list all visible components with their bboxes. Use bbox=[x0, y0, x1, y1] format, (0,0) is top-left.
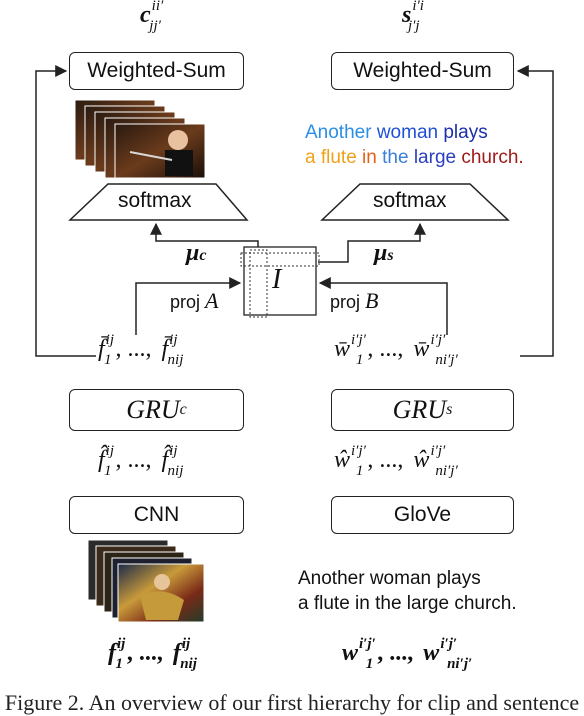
glove-box: GloVe bbox=[331, 496, 514, 534]
matrix-i-row-highlight bbox=[240, 252, 320, 267]
f-hat-sequence: f̂ij1, ..., f̂ijnij bbox=[98, 443, 184, 479]
video-frames-top bbox=[74, 99, 206, 179]
arrow-matrix-to-softmax-right bbox=[318, 222, 426, 263]
weighted-sum-right-box: Weighted-Sum bbox=[331, 52, 514, 90]
softmax-left-shape bbox=[68, 183, 249, 221]
colored-word: church. bbox=[461, 147, 524, 168]
arrow-proj-a-to-matrix bbox=[135, 277, 242, 335]
softmax-right-shape bbox=[320, 183, 510, 221]
arrow-proj-b-to-matrix bbox=[318, 277, 448, 335]
title-right-base: s bbox=[402, 2, 412, 28]
w-raw-sequence: wi′j′1, ..., wi′j′ni′j′ bbox=[342, 636, 473, 672]
w-hat-sequence: ŵi′j′1, ..., ŵi′j′ni′j′ bbox=[334, 443, 458, 479]
title-left-formula: cii′ jj′ bbox=[140, 0, 164, 34]
plain-sentence-line-2: a flute in the large church. bbox=[298, 593, 517, 614]
video-frames-bottom bbox=[87, 539, 205, 623]
softmax-right-label: softmax bbox=[373, 189, 447, 212]
f-raw-sequence: fij1, ..., fijnij bbox=[108, 636, 197, 672]
weighted-sum-left-box: Weighted-Sum bbox=[69, 52, 244, 90]
matrix-i-col-highlight bbox=[249, 249, 268, 318]
arrow-w-bar-to-weighted-sum-right bbox=[516, 65, 554, 357]
softmax-left-label: softmax bbox=[118, 189, 192, 212]
colored-word: Another bbox=[305, 122, 377, 143]
colored-sentence: Another woman plays a flute in the large… bbox=[305, 120, 524, 170]
weighted-sum-right-label: Weighted-Sum bbox=[353, 59, 492, 82]
colored-sentence-line-2: a flute in the large church. bbox=[305, 145, 524, 170]
title-left-base: c bbox=[140, 2, 151, 28]
title-right-sup: i′i bbox=[412, 0, 424, 14]
colored-word: the bbox=[382, 147, 414, 168]
colored-word: a flute bbox=[305, 147, 363, 168]
matrix-i-label: I bbox=[272, 264, 282, 295]
colored-word: in bbox=[362, 147, 383, 168]
title-right-sub: j′j bbox=[407, 18, 420, 34]
title-left-sup: ii′ bbox=[151, 0, 164, 14]
mu-s-label: μs bbox=[374, 240, 394, 266]
colored-word: woman bbox=[376, 122, 444, 143]
title-right-formula: si′i j′j bbox=[402, 0, 424, 34]
colored-word: large bbox=[413, 147, 462, 168]
proj-b-label: proj B bbox=[330, 288, 379, 313]
figure-caption: Figure 2. An overview of our first hiera… bbox=[4, 690, 580, 715]
arrow-f-bar-to-weighted-sum-left bbox=[35, 65, 96, 357]
title-left-sub: jj′ bbox=[149, 18, 161, 34]
arrow-matrix-to-softmax-left bbox=[150, 222, 259, 247]
colored-word: plays bbox=[443, 122, 488, 143]
colored-sentence-line-1: Another woman plays bbox=[305, 120, 524, 145]
matrix-i-back bbox=[243, 246, 317, 316]
cnn-box: CNN bbox=[69, 496, 244, 534]
proj-a-label: proj A bbox=[170, 288, 219, 313]
w-bar-sequence: w̄i′j′1, ..., w̄i′j′ni′j′ bbox=[334, 332, 458, 368]
f-bar-sequence: f̄ij1, ..., f̄ijnij bbox=[98, 332, 184, 368]
plain-sentence: Another woman plays a flute in the large… bbox=[298, 566, 517, 616]
mu-c-label: μc bbox=[186, 240, 207, 266]
weighted-sum-left-label: Weighted-Sum bbox=[87, 59, 226, 82]
plain-sentence-line-1: Another woman plays bbox=[298, 568, 481, 589]
